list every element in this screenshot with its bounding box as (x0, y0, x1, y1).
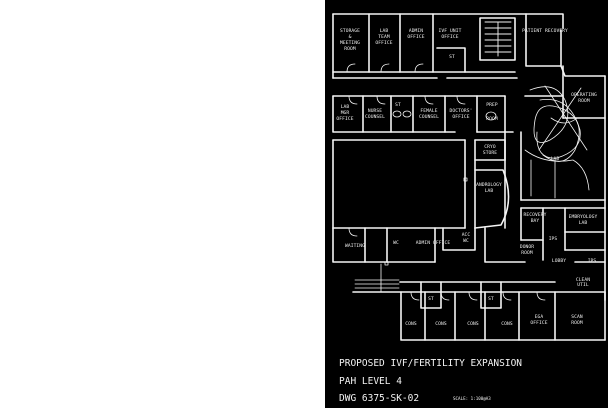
label-st-low1: ST (428, 296, 434, 302)
top-wing-walls (332, 13, 606, 79)
label-patient-recovery: PATIENT RECOVERY (522, 28, 568, 34)
label-doctors-office: DOCTORS'OFFICE (450, 108, 473, 120)
title-line-2: PAH LEVEL 4 (339, 376, 402, 387)
label-cons-2: CONS (435, 321, 447, 327)
label-admin-office-2: ADMIN OFFICE (416, 240, 451, 246)
title-line-3: DWG 6375-SK-02 (339, 393, 419, 404)
stair-top (484, 21, 512, 57)
label-lobby: LOBBY (552, 258, 566, 264)
label-cons-3: CONS (467, 321, 479, 327)
scale-note: SCALE: 1:100@A3 (453, 396, 491, 401)
title-block: PROPOSED IVF/FERTILITY EXPANSION PAH LEV… (339, 358, 522, 404)
label-st-mid: ST (395, 102, 401, 108)
label-cons-1: CONS (405, 321, 417, 327)
title-line-1: PROPOSED IVF/FERTILITY EXPANSION (339, 358, 522, 369)
central-block (474, 131, 510, 229)
label-ips: IPS (549, 236, 558, 242)
fixtures (384, 110, 497, 266)
label-cons-4: CONS (501, 321, 513, 327)
bottom-wing-walls (352, 281, 606, 341)
door-swings (346, 63, 546, 301)
right-wing-walls (520, 65, 606, 301)
middle-band-walls (332, 95, 514, 229)
recovery-scribble (524, 85, 590, 199)
stair-lines-bottom (354, 263, 400, 293)
label-wc: WC (393, 240, 399, 246)
label-st-low2: ST (488, 296, 494, 302)
label-lab: LAB (551, 156, 560, 162)
label-ips-2: IPS (588, 258, 597, 264)
label-waiting: WAITING (345, 243, 365, 249)
label-st-top: ST (449, 54, 455, 60)
